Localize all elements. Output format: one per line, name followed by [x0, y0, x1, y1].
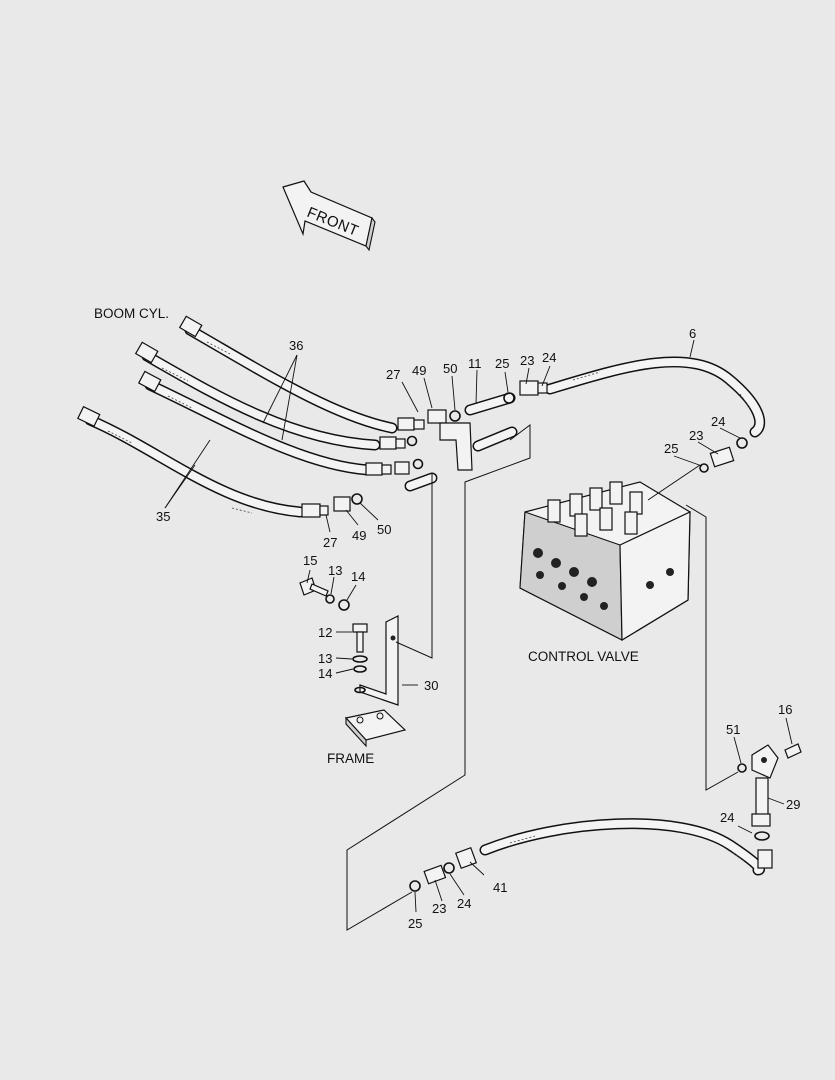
callout-49: 49	[412, 363, 426, 378]
junction-fittings	[365, 392, 518, 492]
callout-24: 24	[720, 810, 734, 825]
callout-14: 14	[318, 666, 332, 681]
callout-27: 27	[323, 535, 337, 550]
callout-23: 23	[432, 901, 446, 916]
front-arrow: FRONT	[282, 180, 376, 252]
callout-13: 13	[328, 563, 342, 578]
callout-25: 25	[664, 441, 678, 456]
caption-frame: FRAME	[327, 751, 374, 766]
callout-35: 35	[156, 509, 170, 524]
leader-lines	[164, 339, 793, 913]
callout-41: 41	[493, 880, 507, 895]
callout-24: 24	[711, 414, 725, 429]
callout-15: 15	[303, 553, 317, 568]
routing-lines	[346, 424, 739, 931]
callout-23: 23	[520, 353, 534, 368]
callout-12: 12	[318, 625, 332, 640]
callout-numbers: 6 11 12 13 13 14 14 15 16 23 23 23 24 24…	[156, 326, 800, 931]
hose-6	[503, 356, 766, 473]
callout-11: 11	[468, 356, 482, 371]
callout-30: 30	[424, 678, 438, 693]
callout-13: 13	[318, 651, 332, 666]
callout-36: 36	[289, 338, 303, 353]
callout-49: 49	[352, 528, 366, 543]
callout-24: 24	[457, 896, 471, 911]
control-valve	[519, 481, 691, 642]
callout-50: 50	[377, 522, 391, 537]
caption-boom-cyl: BOOM CYL.	[94, 306, 169, 321]
lower-hose-fittings	[301, 493, 363, 518]
caption-control-valve: CONTROL VALVE	[528, 649, 639, 664]
callout-23: 23	[689, 428, 703, 443]
callout-14: 14	[351, 569, 365, 584]
pipe-29	[737, 743, 802, 841]
callout-29: 29	[786, 797, 800, 812]
callout-24: 24	[542, 350, 556, 365]
callout-6: 6	[689, 326, 696, 341]
callout-16: 16	[778, 702, 792, 717]
callout-25: 25	[495, 356, 509, 371]
valve-ports	[533, 548, 674, 610]
callout-51: 51	[726, 722, 740, 737]
hose-41	[409, 818, 773, 892]
callout-25: 25	[408, 916, 422, 931]
valve-spools	[547, 481, 643, 537]
callout-50: 50	[443, 361, 457, 376]
boom-cylinder-hoses	[77, 315, 398, 518]
frame-bracket	[344, 615, 407, 748]
fasteners	[299, 577, 368, 694]
callout-27: 27	[386, 367, 400, 382]
